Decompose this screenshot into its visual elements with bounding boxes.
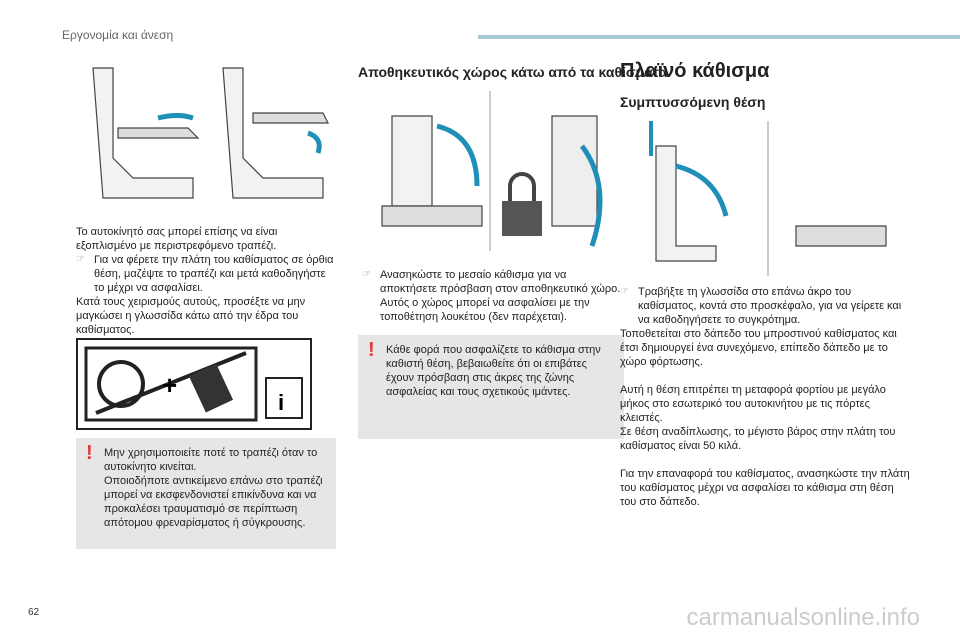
header-bar <box>478 35 960 39</box>
storage-instruction: Ανασηκώστε το μεσαίο κάθισμα για να αποκ… <box>362 268 624 324</box>
folding-seat-illustration <box>649 121 887 276</box>
warning-icon: ! <box>86 442 93 464</box>
warning-pictogram: + i <box>76 338 312 430</box>
rotating-table-illustration <box>92 67 329 199</box>
note-text: Κατά τους χειρισμούς αυτούς, προσέξτε να… <box>76 296 306 336</box>
warning-box: ! Μην χρησιμοποιείτε ποτέ το τραπέζι ότα… <box>76 438 336 549</box>
subsection-title-folding: Συμπτυσσόμενη θέση <box>620 94 766 110</box>
warning-icon: ! <box>368 339 375 361</box>
svg-text:i: i <box>278 390 284 415</box>
folding-instruction: Τραβήξτε τη γλωσσίδα στο επάνω άκρο του … <box>620 285 910 327</box>
section-title-storage: Αποθηκευτικός χώρος κάτω από τα καθίσματ… <box>358 64 668 80</box>
warning-text: Κάθε φορά που ασφαλίζετε το κάθισμα στην… <box>386 344 601 398</box>
page-number: 62 <box>28 607 40 618</box>
watermark: carmanualsonline.info <box>686 604 920 631</box>
svg-text:+: + <box>162 370 177 400</box>
warning-text: Μην χρησιμοποιείτε ποτέ το τραπέζι όταν … <box>104 447 318 473</box>
under-seat-storage-illustration <box>381 91 603 251</box>
section-title-side-seat: Πλαϊνό κάθισμα <box>620 60 770 82</box>
section-header: Εργονομία και άνεση <box>62 28 174 42</box>
paragraph-1: Τοποθετείται στο δάπεδο του μπροστινού κ… <box>620 328 897 368</box>
paragraph-4: Για την επαναφορά του καθίσματος, ανασηκ… <box>620 468 910 508</box>
paragraph-3: Σε θέση αναδίπλωσης, το μέγιστο βάρος στ… <box>620 426 896 452</box>
storage-warning-box: ! Κάθε φορά που ασφαλίζετε το κάθισμα στ… <box>358 335 624 439</box>
instruction-bullet: Για να φέρετε την πλάτη του καθίσματος σ… <box>76 253 338 295</box>
warning-text: Οποιοδήποτε αντικείμενο επάνω στο τραπέζ… <box>104 475 323 529</box>
intro-text: Το αυτοκίνητό σας μπορεί επίσης να είναι… <box>76 226 278 252</box>
paragraph-2: Αυτή η θέση επιτρέπει τη μεταφορά φορτίο… <box>620 384 886 424</box>
